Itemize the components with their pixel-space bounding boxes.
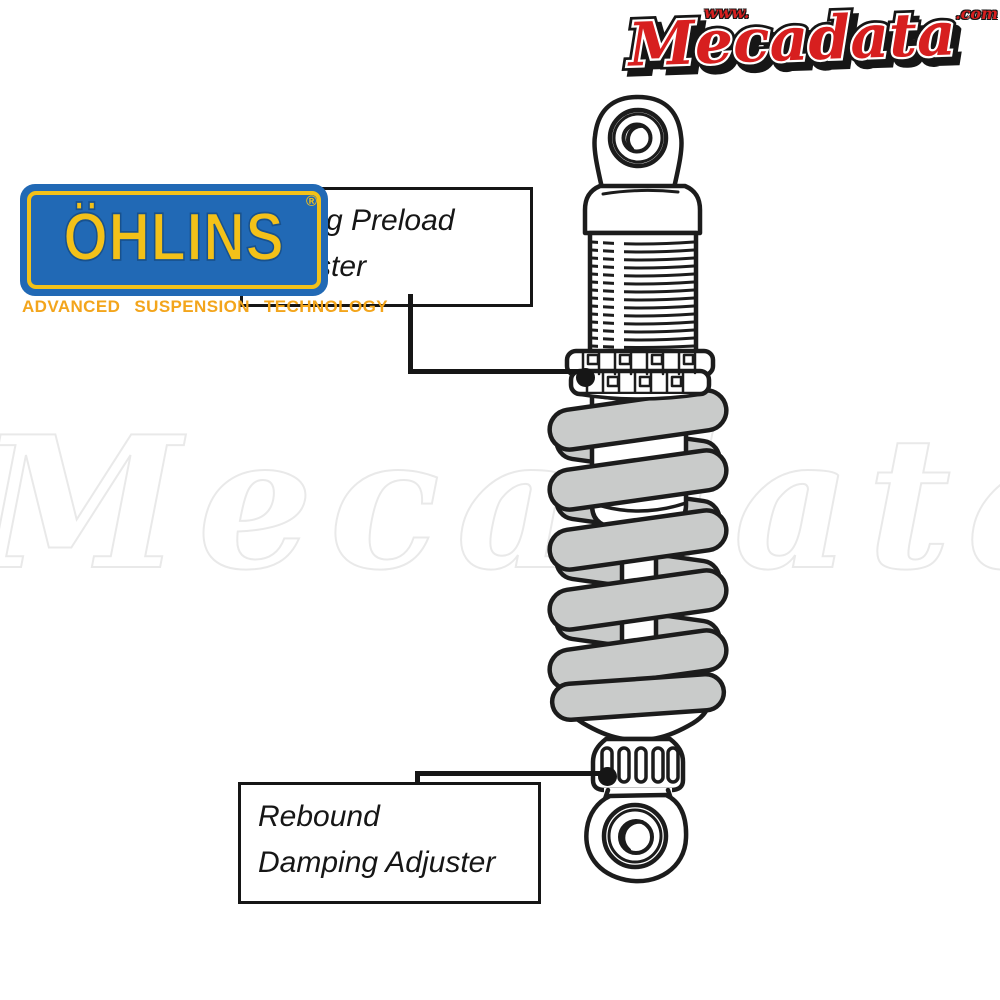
callout-rebound-line1: Rebound xyxy=(258,800,380,833)
callout-rebound: Rebound Damping Adjuster xyxy=(238,782,541,904)
threaded-body xyxy=(587,230,699,356)
ohlins-logo-frame xyxy=(27,191,321,289)
mecadata-logo: Mecadata Mecadata Mecadata Mecadata www.… xyxy=(586,0,998,92)
reservoir-cap xyxy=(582,183,703,236)
mecadata-logo-www: www. xyxy=(704,3,750,22)
registered-trademark-symbol: ® xyxy=(305,193,317,210)
coil-spring-bottom xyxy=(549,672,727,722)
leader-line-preload-horizontal xyxy=(408,369,589,374)
coil-spring-front xyxy=(547,388,729,692)
leader-line-preload-vertical xyxy=(408,294,413,374)
ohlins-wordmark: ÖHLINS xyxy=(63,199,285,276)
bottom-eyelet xyxy=(584,787,689,884)
top-eyelet xyxy=(592,94,684,191)
ohlins-tagline: ADVANCED SUSPENSION TECHNOLOGY xyxy=(22,297,388,316)
leader-dot-rebound xyxy=(598,767,617,786)
leader-line-rebound-horizontal xyxy=(415,771,612,776)
leader-line-rebound-vertical xyxy=(415,771,420,784)
mecadata-logo-wordmark: Mecadata xyxy=(627,0,957,81)
ohlins-logo: ÖHLINS ® ADVANCED SUSPENSION TECHNOLOGY xyxy=(20,184,388,316)
ohlins-logo-plate: ÖHLINS ® xyxy=(20,184,328,296)
mecadata-logo-com: .com xyxy=(955,4,998,23)
background-watermark: Mecadata xyxy=(0,396,1000,610)
leader-dot-preload xyxy=(576,368,595,387)
callout-rebound-line2: Damping Adjuster xyxy=(258,846,496,879)
